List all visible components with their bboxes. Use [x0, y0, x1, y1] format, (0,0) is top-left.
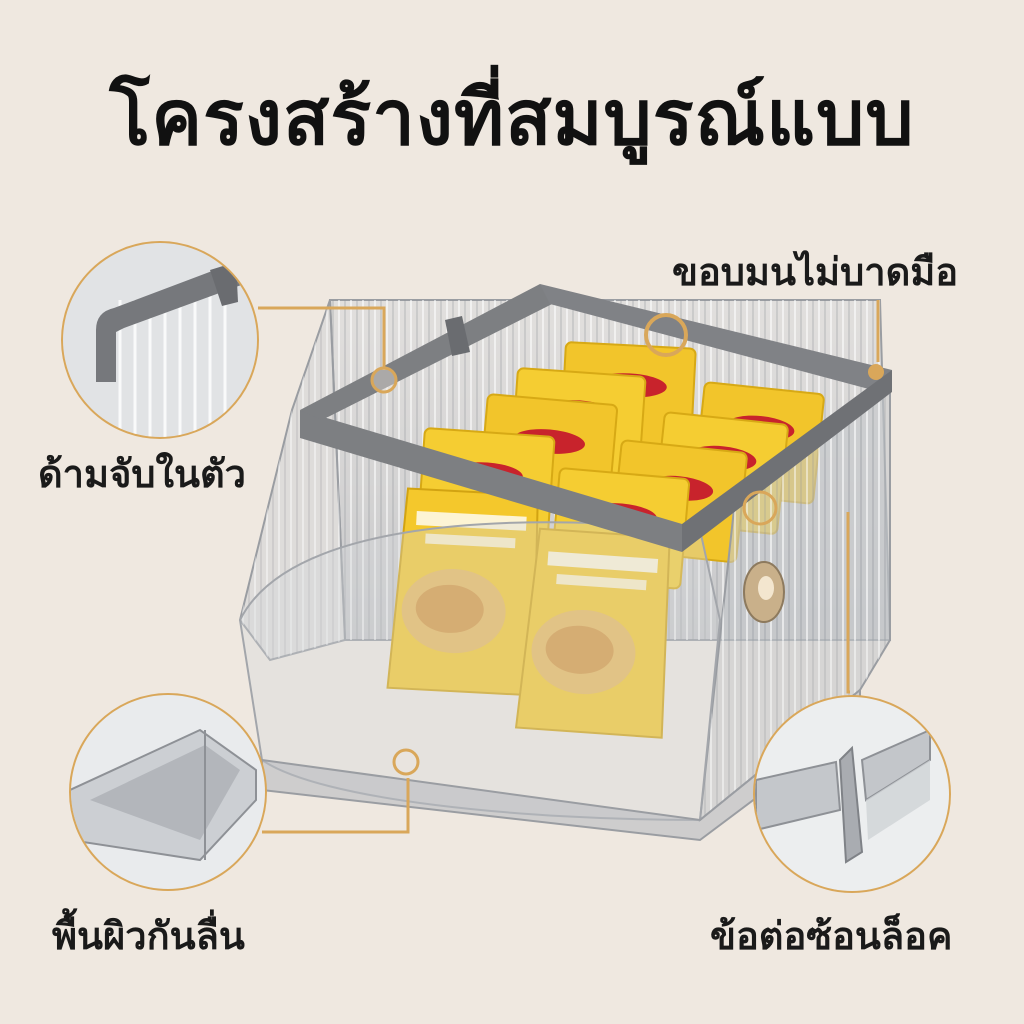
zoom-circle-base [69, 693, 267, 891]
callout-label-lock: ข้อต่อซ้อนล็อค [710, 914, 953, 958]
callout-markers [370, 313, 884, 776]
callout-label-base: พื้นผิวกันลื่น [52, 914, 245, 958]
bin-handle-frame [300, 284, 892, 552]
callout-lines [258, 300, 880, 834]
headline: โครงสร้างที่สมบูรณ์แบบ [109, 73, 915, 162]
storage-bin [238, 284, 892, 842]
zoom-circle-handle [61, 241, 259, 439]
callout-label-handle: ด้ามจับในตัว [38, 452, 246, 496]
callout-label-rim: ขอบมนไม่บาดมือ [672, 250, 959, 294]
zoom-circle-lock [753, 695, 951, 893]
